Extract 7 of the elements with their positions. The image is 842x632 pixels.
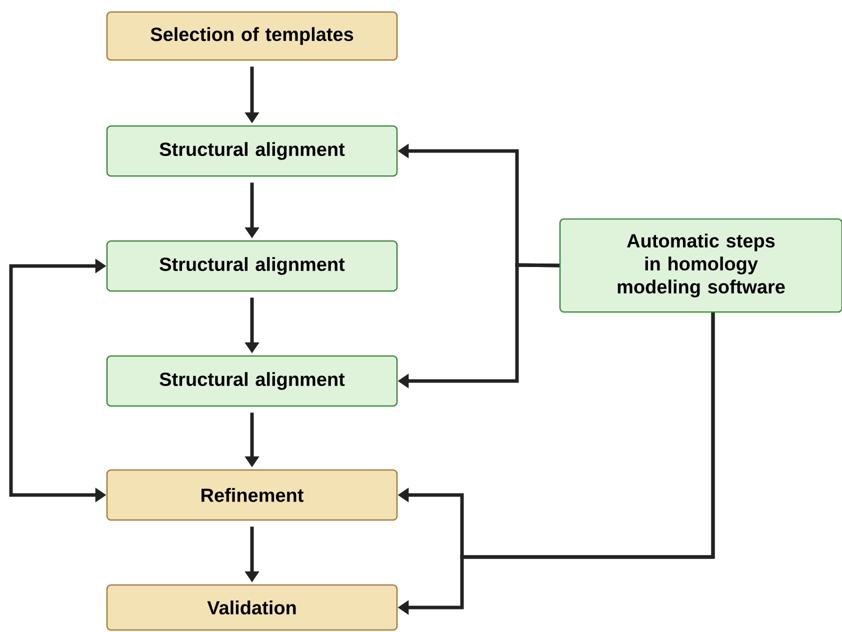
process-box: Structural alignment: [106, 125, 398, 177]
process-box: Structural alignment: [106, 355, 398, 407]
process-box: Refinement: [106, 469, 398, 521]
process-box: Automatic steps in homology modeling software: [559, 218, 842, 313]
process-box: Validation: [106, 584, 398, 631]
process-box: Structural alignment: [106, 240, 398, 292]
process-box: Selection of templates: [106, 11, 398, 61]
